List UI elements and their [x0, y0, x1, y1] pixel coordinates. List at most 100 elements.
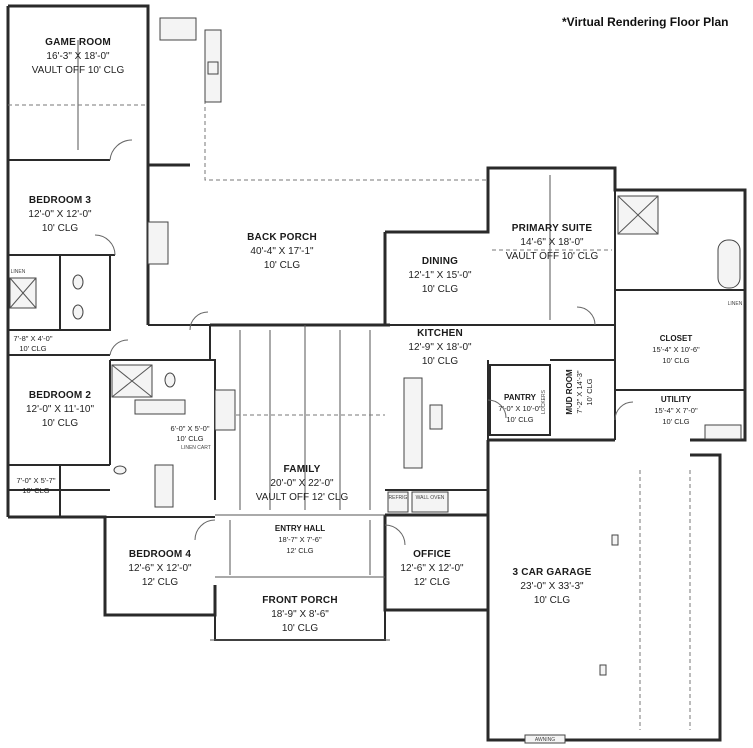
garage-door-label: AWNING [535, 737, 555, 743]
kitchen-island [403, 377, 423, 469]
interior-walls [8, 159, 745, 578]
svg-text:12'-0" X 11'-10": 12'-0" X 11'-10" [26, 404, 94, 415]
svg-text:10' CLG: 10' CLG [422, 356, 459, 367]
svg-text:10' CLG: 10' CLG [42, 418, 79, 429]
toilet-icon [72, 304, 84, 320]
svg-text:15'-4" X 7'-0": 15'-4" X 7'-0" [654, 406, 698, 415]
svg-text:18'-9" X 8'-6": 18'-9" X 8'-6" [271, 609, 329, 620]
svg-text:15'-4" X 10'-6": 15'-4" X 10'-6" [652, 345, 700, 354]
linen-label: LINEN [728, 301, 743, 307]
fridge-label: REFRIG [389, 495, 408, 501]
room-game-room: GAME ROOM 16'-3" X 18'-0" VAULT OFF 10' … [32, 37, 125, 76]
toilet-icon [164, 372, 176, 388]
room-entry-hall: ENTRY HALL 18'-7" X 7'-6" 12' CLG [275, 524, 325, 555]
svg-text:BEDROOM 4: BEDROOM 4 [129, 549, 192, 560]
room-back-porch: BACK PORCH 40'-4" X 17'-1" 10' CLG [247, 232, 317, 271]
svg-text:KITCHEN: KITCHEN [417, 328, 463, 339]
svg-text:10' CLG: 10' CLG [422, 284, 459, 295]
grill-icon [159, 17, 197, 41]
room-family: FAMILY 20'-0" X 22'-0" VAULT OFF 12' CLG [256, 464, 349, 503]
svg-text:12' CLG: 12' CLG [414, 577, 451, 588]
svg-text:CLOSET: CLOSET [660, 334, 693, 343]
room-dining: DINING 12'-1" X 15'-0" 10' CLG [408, 256, 472, 295]
room-bedroom-3: BEDROOM 3 12'-0" X 12'-0" 10' CLG [28, 195, 92, 234]
svg-text:OFFICE: OFFICE [413, 549, 451, 560]
svg-text:7'-0" X 5'-7": 7'-0" X 5'-7" [16, 476, 55, 485]
svg-text:10' CLG: 10' CLG [176, 434, 203, 443]
svg-text:DINING: DINING [422, 256, 458, 267]
room-kitchen: KITCHEN 12'-9" X 18'-0" 10' CLG [408, 328, 472, 367]
svg-text:7'-8" X 4'-0": 7'-8" X 4'-0" [13, 334, 52, 343]
svg-text:7'-0" X 10'-0": 7'-0" X 10'-0" [498, 404, 542, 413]
door-swings [94, 139, 634, 546]
bath-4-label: 7'-0" X 5'-7" 10' CLG [16, 476, 55, 495]
svg-text:10' CLG: 10' CLG [19, 344, 46, 353]
svg-text:UTILITY: UTILITY [661, 395, 692, 404]
svg-text:VAULT OFF 10' CLG: VAULT OFF 10' CLG [506, 251, 599, 262]
bath-3-label: 7'-8" X 4'-0" 10' CLG [13, 334, 52, 353]
room-garage: 3 CAR GARAGE 23'-0" X 33'-3" 10' CLG [512, 567, 591, 606]
svg-text:12' CLG: 12' CLG [286, 546, 313, 555]
sink-icon [113, 465, 127, 475]
fireplace-icon [147, 221, 169, 265]
svg-text:18'-7" X 7'-6": 18'-7" X 7'-6" [278, 535, 322, 544]
svg-text:3 CAR GARAGE: 3 CAR GARAGE [512, 567, 591, 578]
svg-text:14'-6" X 18'-0": 14'-6" X 18'-0" [520, 237, 584, 248]
svg-text:7'-2" X 14'-3": 7'-2" X 14'-3" [575, 370, 584, 414]
svg-text:PRIMARY SUITE: PRIMARY SUITE [512, 223, 593, 234]
svg-text:10' CLG: 10' CLG [506, 415, 533, 424]
lockers-label: LOCKERS [541, 389, 547, 414]
svg-text:10' CLG: 10' CLG [264, 260, 301, 271]
linen-label: LINEN [11, 269, 26, 275]
linen-cart-label: LINEN CART [181, 445, 211, 451]
svg-text:12' CLG: 12' CLG [142, 577, 179, 588]
room-utility: UTILITY 15'-4" X 7'-0" 10' CLG [654, 395, 698, 426]
svg-text:VAULT OFF 10' CLG: VAULT OFF 10' CLG [32, 65, 125, 76]
room-closet: CLOSET 15'-4" X 10'-6" 10' CLG [652, 334, 700, 365]
toilet-icon [72, 274, 84, 290]
fixtures [9, 17, 742, 744]
room-front-porch: FRONT PORCH 18'-9" X 8'-6" 10' CLG [262, 595, 338, 634]
wall-oven-icon [411, 491, 449, 513]
room-bedroom-2: BEDROOM 2 12'-0" X 11'-10" 10' CLG [26, 390, 94, 429]
fixture-labels: LINEN LINEN LINEN CART LOCKERS REFRIG WA… [11, 269, 743, 743]
room-bedroom-4: BEDROOM 4 12'-6" X 12'-0" 12' CLG [128, 549, 192, 588]
svg-text:6'-0" X 5'-0": 6'-0" X 5'-0" [170, 424, 209, 433]
svg-text:12'-9" X 18'-0": 12'-9" X 18'-0" [408, 342, 472, 353]
svg-text:10' CLG: 10' CLG [22, 486, 49, 495]
svg-text:10' CLG: 10' CLG [662, 356, 689, 365]
bath-2-label: 6'-0" X 5'-0" 10' CLG [170, 424, 209, 443]
svg-text:10' CLG: 10' CLG [42, 223, 79, 234]
svg-text:10' CLG: 10' CLG [282, 623, 319, 634]
svg-text:16'-3" X 18'-0": 16'-3" X 18'-0" [46, 51, 110, 62]
plan-banner: *Virtual Rendering Floor Plan [562, 15, 729, 29]
tub-icon [717, 239, 741, 289]
svg-text:ENTRY HALL: ENTRY HALL [275, 524, 325, 533]
svg-text:PANTRY: PANTRY [504, 393, 537, 402]
svg-text:23'-0" X 33'-3": 23'-0" X 33'-3" [520, 581, 584, 592]
svg-text:12'-0" X 12'-0": 12'-0" X 12'-0" [28, 209, 92, 220]
exterior-walls [6, 4, 747, 742]
svg-text:20'-0" X 22'-0": 20'-0" X 22'-0" [270, 478, 334, 489]
room-mud-room: MUD ROOM 7'-2" X 14'-3" 10' CLG [565, 369, 594, 415]
room-office: OFFICE 12'-6" X 12'-0" 12' CLG [400, 549, 464, 588]
svg-text:BEDROOM 2: BEDROOM 2 [29, 390, 92, 401]
svg-text:40'-4" X 17'-1": 40'-4" X 17'-1" [250, 246, 314, 257]
room-pantry: PANTRY 7'-0" X 10'-0" 10' CLG [498, 393, 542, 424]
svg-text:BACK PORCH: BACK PORCH [247, 232, 317, 243]
room-primary-suite: PRIMARY SUITE 14'-6" X 18'-0" VAULT OFF … [506, 223, 599, 262]
vault-lines [8, 40, 691, 730]
fridge-icon [387, 491, 409, 513]
svg-text:12'-1" X 15'-0": 12'-1" X 15'-0" [408, 270, 472, 281]
svg-text:FRONT PORCH: FRONT PORCH [262, 595, 338, 606]
svg-text:10' CLG: 10' CLG [534, 595, 571, 606]
svg-text:12'-6" X 12'-0": 12'-6" X 12'-0" [128, 563, 192, 574]
sink-icon [429, 404, 443, 430]
svg-text:FAMILY: FAMILY [284, 464, 321, 475]
fireplace-icon [214, 389, 236, 431]
svg-text:12'-6" X 12'-0": 12'-6" X 12'-0" [400, 563, 464, 574]
svg-text:VAULT OFF 12' CLG: VAULT OFF 12' CLG [256, 492, 349, 503]
svg-text:10' CLG: 10' CLG [585, 378, 594, 405]
svg-text:GAME ROOM: GAME ROOM [45, 37, 111, 48]
